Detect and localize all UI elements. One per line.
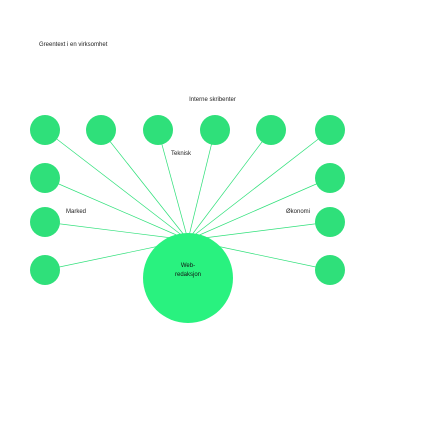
outer-nodes [30,115,345,285]
connector-9 [44,221,189,241]
center-label-line1: Web- [180,263,196,269]
center-label-line2: redaksjon [174,272,201,278]
node-left-2 [30,207,60,237]
connector-3 [157,129,189,241]
node-top-4 [200,115,230,145]
node-top-2 [86,115,116,145]
node-left-3 [30,255,60,285]
node-left-1 [30,163,60,193]
connector-4 [187,129,216,241]
page-title: Greentext i en virksomhet [39,42,108,48]
connector-8 [187,177,331,241]
group-title: Interne skribenter [189,97,236,103]
label-marked: Marked [66,209,87,215]
label-okonomi: Økonomi [286,209,311,215]
connector-5 [187,129,272,241]
node-top-6 [315,115,345,145]
connector-6 [187,129,331,241]
node-right-3 [315,255,345,285]
connector-2 [100,129,189,241]
node-top-3 [143,115,173,145]
node-right-1 [315,163,345,193]
node-top-1 [30,115,60,145]
connector-1 [44,129,189,241]
center-node [143,233,233,323]
connector-7 [44,177,189,241]
connector-10 [187,221,331,241]
label-teknisk: Teknisk [171,151,192,157]
node-right-2 [315,207,345,237]
node-top-5 [256,115,286,145]
center-label: Web- redaksjon [148,262,228,280]
